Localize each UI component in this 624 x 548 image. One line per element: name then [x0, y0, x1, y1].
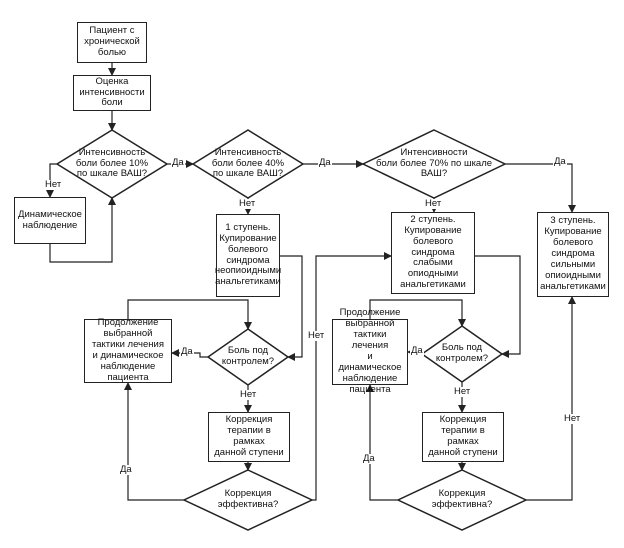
arrow-d70-step3-yes [505, 163, 576, 213]
node-continue-right: Продолжение выбранной тактики лечения и … [332, 307, 408, 395]
arrow-effective-right-continue-yes [366, 384, 398, 501]
node-step2: 2 ступень. Купирование болевого синдрома… [391, 212, 475, 294]
node-step1: 1 ступень. Купирование болевого синдрома… [215, 214, 281, 297]
arrow-continue-right-loop [369, 299, 466, 327]
node-patient: Пациент с хронической болью [77, 22, 147, 63]
label-d40-yes: Да [318, 157, 332, 169]
decision-effective-left-shape [182, 469, 314, 531]
decision-control-left-text: Боль под контролем? [221, 345, 275, 367]
decision-10-text: Интенсивность боли более 10% по шкале ВА… [75, 146, 149, 180]
label-d40-no: Нет [238, 198, 257, 210]
node-step3: 3 ступень. Купирование болевого синдрома… [537, 212, 609, 297]
label-effective-right-yes: Да [362, 453, 376, 465]
arrow-continue-left-loop [127, 299, 252, 330]
arrow-dynamic-loop [49, 197, 116, 263]
label-effective-left-no: Нет [307, 330, 326, 342]
decision-70-text: Интенсивности боли более 70% по шкале ВА… [375, 146, 493, 180]
arrow-step1-control-left [280, 255, 303, 361]
node-assess: Оценка интенсивности боли [73, 75, 151, 111]
decision-40-text: Интенсивность боли более 40% по шкале ВА… [211, 146, 285, 180]
label-effective-left-yes: Да [119, 464, 133, 476]
label-control-right-no: Нет [453, 386, 472, 398]
label-control-left-no: Нет [239, 389, 258, 401]
label-d10-no: Нет [44, 179, 63, 191]
label-control-left-yes: Да [180, 346, 194, 358]
label-d10-yes: Да [171, 157, 185, 169]
arrow-effective-left-continue-yes [124, 382, 184, 501]
arrow-effective-right-step3-no [526, 296, 576, 501]
decision-control-right-text: Боль под контролем? [435, 342, 489, 364]
node-correction-right: Коррекция терапии в рамках данной ступен… [422, 412, 504, 462]
node-dynamic-observation: Динамическое наблюдение [14, 197, 86, 244]
decision-effective-right-shape [396, 469, 528, 531]
label-d70-yes: Да [553, 156, 567, 168]
label-control-right-yes: Да [410, 345, 424, 357]
arrow-effective-left-step2-no [312, 252, 392, 501]
node-continue-left: Продолжение выбранной тактики лечения и … [84, 317, 172, 383]
label-d70-no: Нет [424, 198, 443, 210]
node-correction-left: Коррекция терапии в рамках данной ступен… [208, 412, 290, 462]
label-effective-right-no: Нет [563, 413, 582, 425]
decision-effective-left-text: Коррекция эффективна? [217, 488, 279, 510]
decision-effective-right-text: Коррекция эффективна? [431, 488, 493, 510]
arrow-step2-control-right [475, 255, 521, 358]
